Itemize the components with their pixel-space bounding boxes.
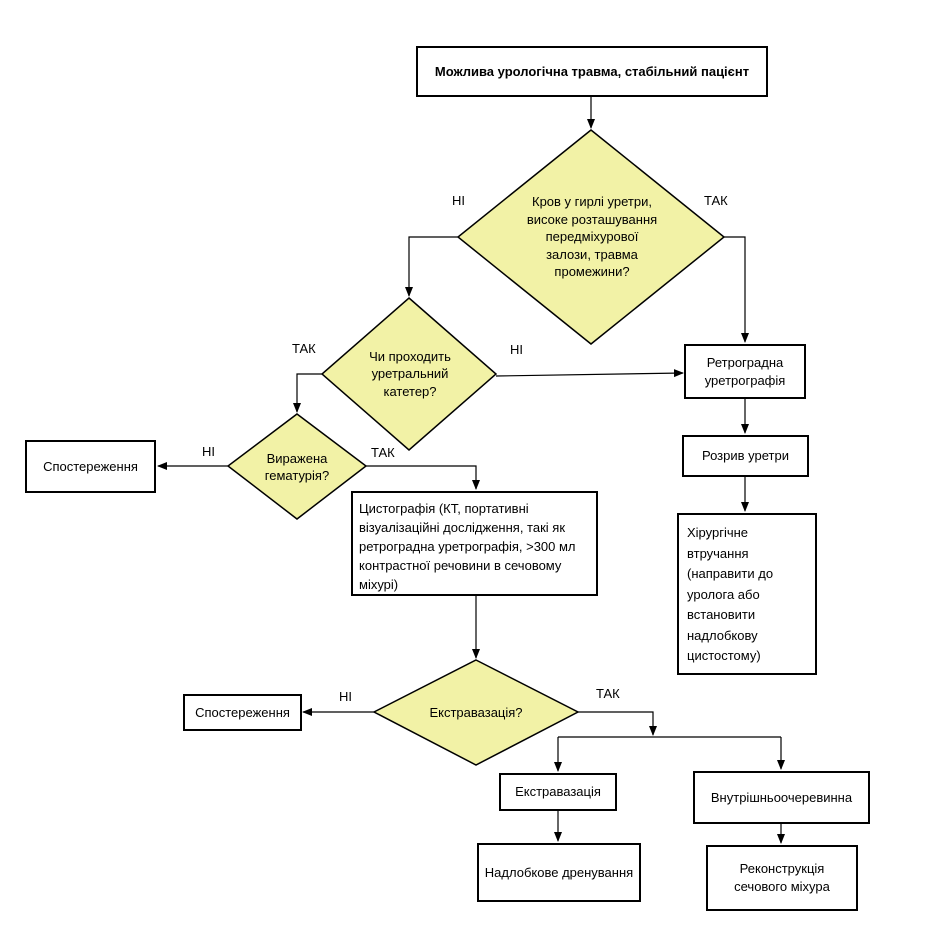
decision-diamond-blood bbox=[456, 129, 726, 345]
label-catheter-no: НІ bbox=[510, 342, 523, 357]
cystography-box: Цистографія (КТ, портативні візуалізацій… bbox=[351, 491, 598, 596]
arrow-hematuria-yes-to-cysto bbox=[366, 465, 480, 490]
observation-box-2: Спостереження bbox=[183, 694, 302, 731]
urethral-rupture-box: Розрив уретри bbox=[682, 435, 809, 477]
arrow-blood-no-to-catheter bbox=[405, 236, 458, 297]
label-hematuria-yes: ТАК bbox=[371, 445, 395, 460]
surgery-box: Хірургічне втручання (направити до уроло… bbox=[677, 513, 817, 675]
label-blood-yes: ТАК bbox=[704, 193, 728, 208]
start-box: Можлива урологічна травма, стабільний па… bbox=[416, 46, 768, 97]
label-blood-no: НІ bbox=[452, 193, 465, 208]
arrow-catheter-yes-to-hematuria bbox=[293, 373, 322, 413]
observation-box-1: Спостереження bbox=[25, 440, 156, 493]
label-extravasation-no: НІ bbox=[339, 689, 352, 704]
retro-urethrography-box: Ретроградна уретрографія bbox=[684, 344, 806, 399]
arrow-catheter-no-to-retro bbox=[495, 369, 684, 378]
decision-text-hematuria: Виражена гематурія? bbox=[264, 450, 330, 484]
decision-diamond-catheter bbox=[320, 297, 498, 451]
arrow-blood-yes-to-retro bbox=[724, 236, 749, 343]
arrow-extravasation-yes-branch bbox=[578, 711, 657, 736]
decision-text-catheter: Чи проходить уретральний катетер? bbox=[369, 348, 451, 399]
suprapubic-drainage-box: Надлобкове дренування bbox=[477, 843, 641, 902]
label-hematuria-no: НІ bbox=[202, 444, 215, 459]
intraperitoneal-box: Внутрішньоочеревинна bbox=[693, 771, 870, 824]
bladder-reconstruction-box: Реконструкція сечового міхура bbox=[706, 845, 858, 911]
extravasation-box: Екстравазація bbox=[499, 773, 617, 811]
decision-diamond-hematuria bbox=[226, 413, 368, 520]
decision-text-extravasation: Екстравазація? bbox=[429, 705, 523, 721]
label-extravasation-yes: ТАК bbox=[596, 686, 620, 701]
label-catheter-yes: ТАК bbox=[292, 341, 316, 356]
decision-diamond-extravasation bbox=[372, 659, 580, 766]
decision-text-blood: Кров у гирлі уретри, високе розташування… bbox=[526, 194, 658, 280]
